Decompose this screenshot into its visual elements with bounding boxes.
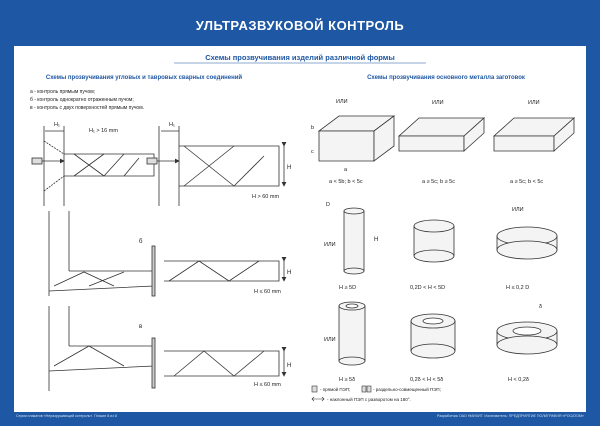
label-ili-box3: ИЛИ — [528, 100, 540, 106]
weld-scheme-v-right — [151, 337, 287, 389]
caption-tube-3: H < 0,2δ — [508, 377, 529, 383]
weld-scheme-v-left — [48, 306, 155, 391]
legend-symbols — [311, 385, 372, 402]
legend-dual: - раздельно-совмещенный ПЭП; — [373, 386, 441, 392]
label-h-gt60: H > 60 mm — [252, 194, 279, 200]
label-letter-b: б — [139, 239, 143, 245]
label-h-v: H — [287, 363, 291, 369]
weld-scheme-a-left — [31, 126, 155, 206]
label-h-b: H — [287, 270, 291, 276]
billet-cylinder-2 — [413, 219, 455, 263]
caption-cyl-3: H ≤ 0,2 D — [506, 285, 529, 291]
billet-tube-3 — [496, 321, 558, 355]
label-ili-cyl3: ИЛИ — [512, 207, 524, 213]
label-ili-cyl1: ИЛИ — [324, 242, 336, 248]
caption-box-1: a < 5b; b < 5c — [329, 179, 363, 185]
weld-scheme-b-right — [151, 245, 287, 297]
caption-cyl-1: H ≥ 5D — [339, 285, 356, 291]
right-heading: Схемы прозвучивания основного металла за… — [367, 75, 525, 81]
label-h-le60-b: H ≤ 60 mm — [254, 289, 281, 295]
billet-cylinder-1 — [343, 207, 365, 275]
legend-straight: - прямой ПЭП; — [320, 386, 350, 392]
label-ili-tube1: ИЛИ — [324, 337, 336, 343]
legend-line-b: б - контроль однократно отраженным пучом… — [30, 97, 134, 103]
label-h1-right: H₁ — [169, 122, 175, 128]
diagram-canvas: Схемы прозвучивания изделий различной фо… — [30, 53, 576, 402]
billet-tube-2 — [410, 313, 456, 359]
label-b-dim: b — [311, 125, 314, 131]
label-c-dim: c — [311, 149, 314, 155]
label-h1-cond: H₁ > 16 mm — [89, 128, 118, 134]
legend-angled: - наклонный ПЭП с разворотом на 180°. — [327, 396, 411, 402]
label-ili-box2: ИЛИ — [432, 100, 444, 106]
label-h-a: H — [287, 165, 291, 171]
billet-tube-1 — [338, 301, 366, 366]
label-ili-box1: ИЛИ — [336, 99, 348, 105]
label-a-dim: a — [344, 167, 348, 173]
weld-scheme-b-left — [48, 211, 155, 296]
content-panel: Схемы прозвучивания изделий различной фо… — [14, 46, 586, 412]
left-heading: Схемы прозвучивания угловых и тавровых с… — [46, 74, 243, 81]
billet-box-2 — [397, 117, 486, 152]
footer-left: Серия плакатов «Неразрушающий контроль».… — [16, 414, 117, 418]
billet-cylinder-3 — [496, 226, 558, 260]
label-d: D — [326, 202, 330, 208]
caption-box-3: a ≥ 5c; b < 5c — [510, 179, 543, 185]
caption-cyl-2: 0,2D < H < 5D — [410, 285, 445, 291]
poster-title: УЛЬТРАЗВУКОВОЙ КОНТРОЛЬ — [195, 18, 405, 33]
billet-box-1 — [317, 115, 396, 162]
caption-tube-2: 0,2δ < H < 5δ — [410, 377, 443, 383]
label-h-cyl1: H — [374, 237, 378, 243]
legend-line-a: а - контроль прямым пучом; — [30, 89, 95, 95]
main-heading: Схемы прозвучивания изделий различной фо… — [205, 53, 395, 62]
label-delta: δ — [539, 304, 542, 310]
label-h1-left: H₁ — [54, 122, 60, 128]
label-h-le60-v: H ≤ 60 mm — [254, 382, 281, 388]
billet-box-3 — [492, 117, 576, 152]
caption-tube-1: H ≥ 5δ — [339, 377, 355, 383]
footer-right: Разработчик ОАО НИИХИТ. Изготовитель: ПР… — [437, 414, 584, 418]
caption-box-2: a ≥ 5c; b ≥ 5c — [422, 179, 455, 185]
label-letter-v: в — [139, 324, 142, 330]
legend-line-v: в - контроль с двух поверхностей прямым … — [30, 104, 144, 111]
weld-scheme-a-right — [146, 126, 287, 206]
